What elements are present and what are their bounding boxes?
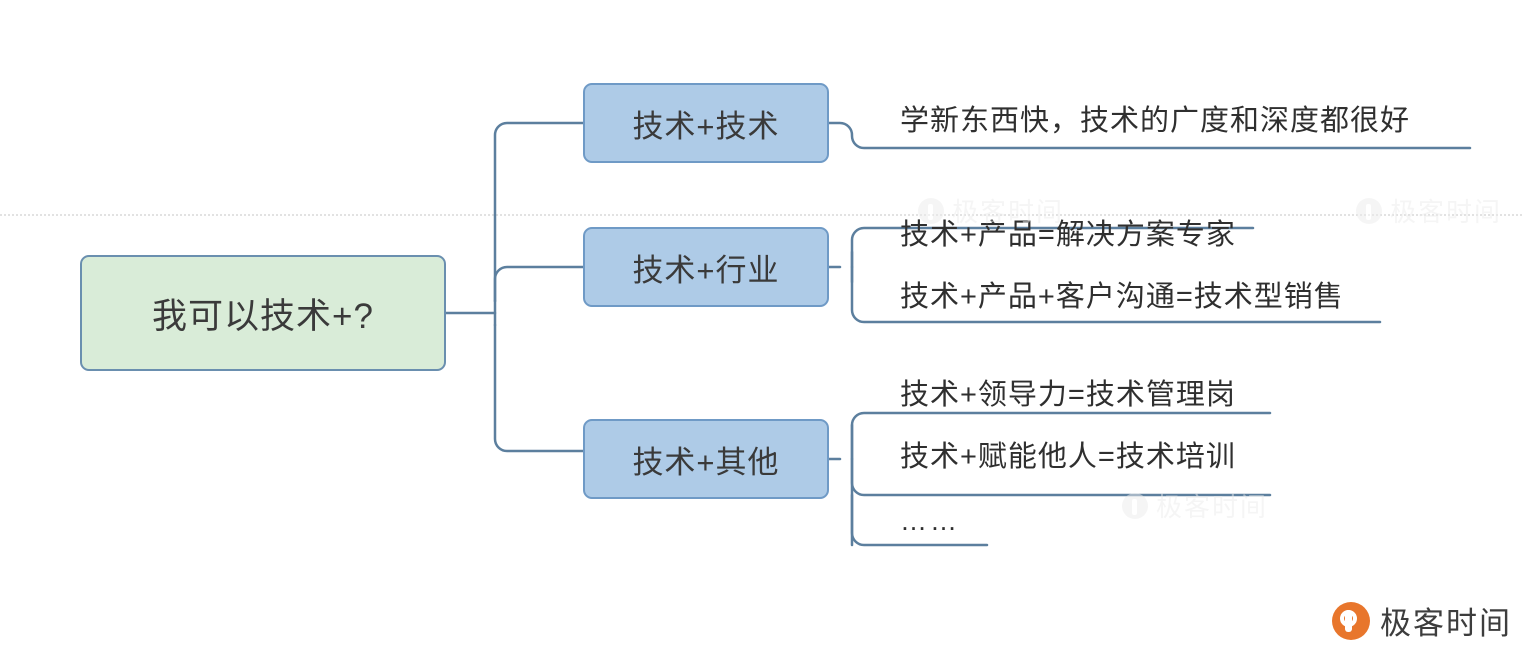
wire-trunk-branch-1 [493, 121, 585, 303]
leaf-label-branch3-1[interactable]: 技术+领导力=技术管理岗 [900, 379, 1236, 411]
watermark-text: 极客时间 [1156, 492, 1269, 522]
watermark-text: 极客时间 [952, 197, 1065, 227]
watermark-text: 极客时间 [1390, 197, 1503, 227]
brand-logo: 极客时间 [1332, 598, 1512, 643]
watermark-logo-icon [1122, 492, 1148, 519]
branch-node-technology-plus-technology[interactable]: 技术+技术 [583, 83, 829, 163]
watermark-1: 极客时间 [918, 192, 1064, 229]
branch-node-technology-plus-other[interactable]: 技术+其他 [583, 419, 829, 499]
dotted-guide-line [0, 214, 1522, 216]
watermark-logo-icon [918, 197, 944, 224]
branch-node-technology-plus-industry[interactable]: 技术+行业 [583, 227, 829, 307]
wire-trunk-branch-2 [493, 265, 585, 303]
leaf-label-branch2-2[interactable]: 技术+产品+客户沟通=技术型销售 [900, 281, 1344, 313]
brand-name: 极客时间 [1380, 606, 1512, 641]
wire-trunk-branch-3 [493, 323, 585, 453]
watermark-logo-icon [1356, 197, 1382, 224]
root-node[interactable]: 我可以技术+? [80, 255, 446, 371]
leaf-label-branch3-3[interactable]: …… [900, 506, 960, 536]
leaf-label-branch3-2[interactable]: 技术+赋能他人=技术培训 [900, 441, 1236, 473]
leaf-label-branch1-1[interactable]: 学新东西快，技术的广度和深度都很好 [900, 105, 1411, 137]
leaf-label-branch2-1[interactable]: 技术+产品=解决方案专家 [900, 219, 1236, 251]
watermark-3: 极客时间 [1122, 487, 1268, 524]
watermark-2: 极客时间 [1356, 192, 1502, 229]
geektime-logo-icon [1332, 601, 1370, 640]
